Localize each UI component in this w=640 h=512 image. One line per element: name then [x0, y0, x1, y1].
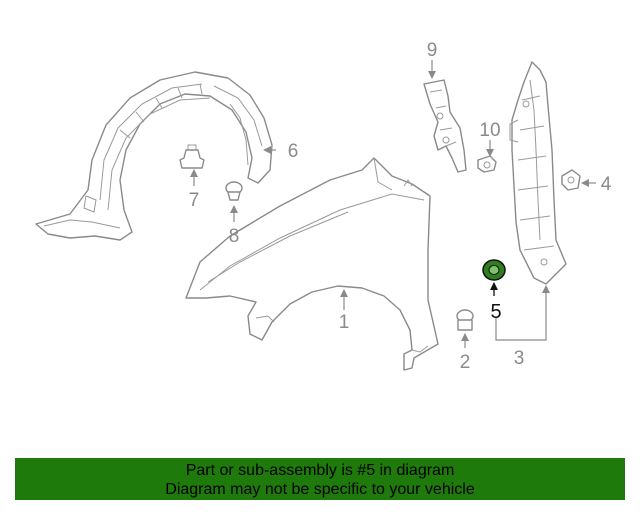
parts-diagram: 1 2 3 4 5 6 7 8 9 10 — [35, 40, 612, 373]
banner-line-1: Part or sub-assembly is #5 in diagram — [185, 462, 455, 479]
fender-liner-part — [35, 71, 273, 241]
callout-3: 3 — [514, 348, 525, 369]
callout-8: 8 — [229, 226, 240, 247]
grommet-part-highlighted — [482, 259, 506, 281]
rivet-clip-part — [225, 181, 243, 201]
fender-bracket-upper-part — [423, 79, 467, 173]
fender-side-bracket-part — [509, 61, 567, 285]
callout-6: 6 — [288, 141, 299, 162]
callout-4: 4 — [601, 174, 612, 195]
callout-2: 2 — [460, 352, 471, 373]
banner-line-2: Diagram may not be specific to your vehi… — [165, 481, 475, 498]
small-bolt-part — [477, 155, 497, 173]
callout-1: 1 — [339, 312, 350, 333]
callout-9: 9 — [427, 40, 438, 61]
callout-10: 10 — [479, 120, 500, 141]
info-banner: Part or sub-assembly is #5 in diagram Di… — [15, 458, 625, 500]
leader-lines — [190, 60, 596, 348]
front-fender-part — [185, 157, 439, 371]
callout-5: 5 — [490, 301, 501, 323]
push-clip-part — [179, 144, 205, 169]
bolt-part — [456, 309, 474, 331]
callout-7: 7 — [189, 190, 200, 211]
bracket-clip-part — [561, 169, 581, 191]
